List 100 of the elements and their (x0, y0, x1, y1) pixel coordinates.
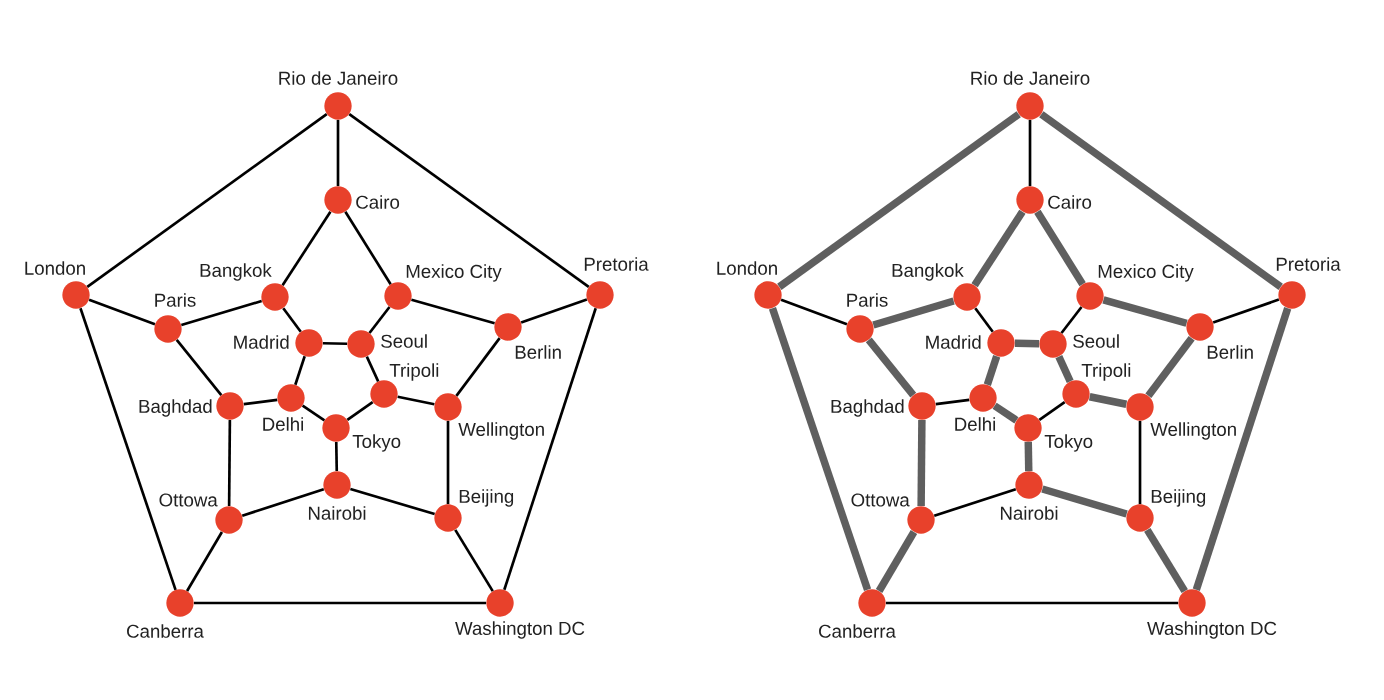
edge-line (935, 398, 970, 406)
edge-line (322, 341, 348, 346)
edge-line (1060, 306, 1083, 334)
vertex-label: Baghdad (831, 399, 904, 417)
highlighted-edge-line (1088, 393, 1128, 408)
vertex-label: Ottowa (159, 493, 218, 507)
edge-line (243, 398, 278, 406)
vertex-label: Bangkok (200, 263, 272, 281)
edge-line (365, 356, 380, 382)
vertex-label: London (25, 261, 85, 275)
vertex-label: Seoul (1073, 334, 1119, 348)
highlighted-edge-line (917, 419, 926, 507)
edge-line (282, 307, 302, 333)
edge-line (455, 337, 501, 397)
edge-line (933, 488, 1017, 517)
vertex-label: Pretoria (584, 257, 649, 271)
vertex-label: London (717, 261, 777, 275)
edge-line (79, 307, 177, 591)
vertex-label: Mexico City (406, 264, 502, 282)
highlighted-edge-line (875, 530, 918, 593)
highlighted-edge-line (1145, 335, 1195, 399)
edge-line (974, 307, 994, 333)
vertex-label: Washington DC (1147, 621, 1277, 639)
highlighted-edge-line (872, 297, 955, 329)
highlighted-edge-line (983, 355, 1001, 386)
vertex-label: Mexico City (1098, 264, 1194, 282)
highlighted-edge-line (1014, 339, 1040, 348)
edge-line (1038, 400, 1066, 422)
edge-line (336, 119, 340, 187)
vertex-label: Canberra (127, 624, 204, 638)
vertex-label: Madrid (234, 335, 289, 349)
highlighted-edge-line (865, 337, 917, 398)
vertex-label: Pretoria (1276, 257, 1341, 271)
highlighted-edge-line (1041, 485, 1128, 518)
edge-line (294, 355, 306, 386)
edge-line (397, 395, 435, 406)
vertex-label: Madrid (926, 335, 981, 349)
vertex-label: Bangkok (892, 263, 964, 281)
vertex-label: Beijing (459, 489, 514, 507)
edge-line (185, 531, 224, 592)
edge-line (193, 601, 487, 605)
highlighted-edge-line (1192, 307, 1292, 591)
edge-line (446, 420, 450, 505)
edge-line (411, 298, 495, 325)
vertex-label: Cairo (1048, 195, 1092, 209)
edge-line (334, 441, 339, 472)
edge-line (344, 211, 392, 285)
highlighted-edge-line (1144, 527, 1188, 594)
edge-line (1212, 298, 1280, 324)
vertex-label: Ottowa (851, 493, 910, 507)
edge-line (88, 298, 156, 326)
edge-line (180, 299, 263, 327)
edge-line (885, 601, 1179, 605)
vertex-label: Tripoli (1081, 363, 1131, 381)
vertex-label: Delhi (263, 417, 303, 431)
edge-line (348, 113, 590, 288)
edge-line (350, 487, 436, 516)
vertex-label: Canberra (819, 624, 896, 638)
vertex-label: Berlin (515, 345, 561, 359)
edge-line (301, 404, 326, 422)
highlighted-edge-line (1034, 209, 1086, 287)
vertex-label: Nairobi (308, 506, 366, 520)
vertex-label: Paris (847, 293, 888, 307)
highlighted-edge-line (971, 209, 1026, 288)
vertex-label: Rio de Janeiro (971, 71, 1090, 85)
vertex-label: Tripoli (389, 363, 439, 381)
edge-line (86, 113, 328, 288)
vertex-label: Beijing (1151, 489, 1206, 507)
vertex-label: Baghdad (139, 399, 212, 417)
vertex-label: Wellington (1150, 422, 1236, 440)
edge-line (368, 306, 391, 334)
edge-line (520, 298, 588, 324)
edge-line (780, 298, 848, 326)
vertex-label: Rio de Janeiro (279, 71, 398, 85)
vertex-label: Berlin (1207, 345, 1253, 359)
vertex-label: Washington DC (455, 621, 585, 639)
vertex-label: Tokyo (1044, 434, 1093, 452)
edge-line (175, 339, 223, 396)
edge-line (1138, 420, 1142, 505)
edge-line (241, 488, 325, 517)
edge-line (454, 529, 494, 592)
vertex-label: Seoul (381, 334, 427, 348)
vertex-label: Nairobi (1000, 506, 1058, 520)
edge-line (227, 419, 232, 507)
vertex-label: Delhi (955, 417, 995, 431)
edge-line (281, 210, 332, 287)
edge-line (1028, 119, 1032, 187)
highlighted-edge-line (1055, 355, 1074, 383)
highlighted-edge-line (1039, 111, 1283, 290)
vertex-label: Tokyo (352, 434, 401, 452)
highlighted-edge-line (1024, 441, 1033, 472)
highlighted-edge-line (777, 111, 1021, 290)
highlighted-edge-line (768, 307, 872, 591)
edge-line (503, 307, 597, 591)
vertex-label: Wellington (458, 422, 544, 440)
highlighted-edge-line (992, 402, 1019, 424)
vertex-label: Paris (155, 293, 196, 307)
vertex-label: Cairo (356, 195, 400, 209)
edge-line (346, 400, 374, 422)
highlighted-edge-line (1102, 296, 1188, 327)
